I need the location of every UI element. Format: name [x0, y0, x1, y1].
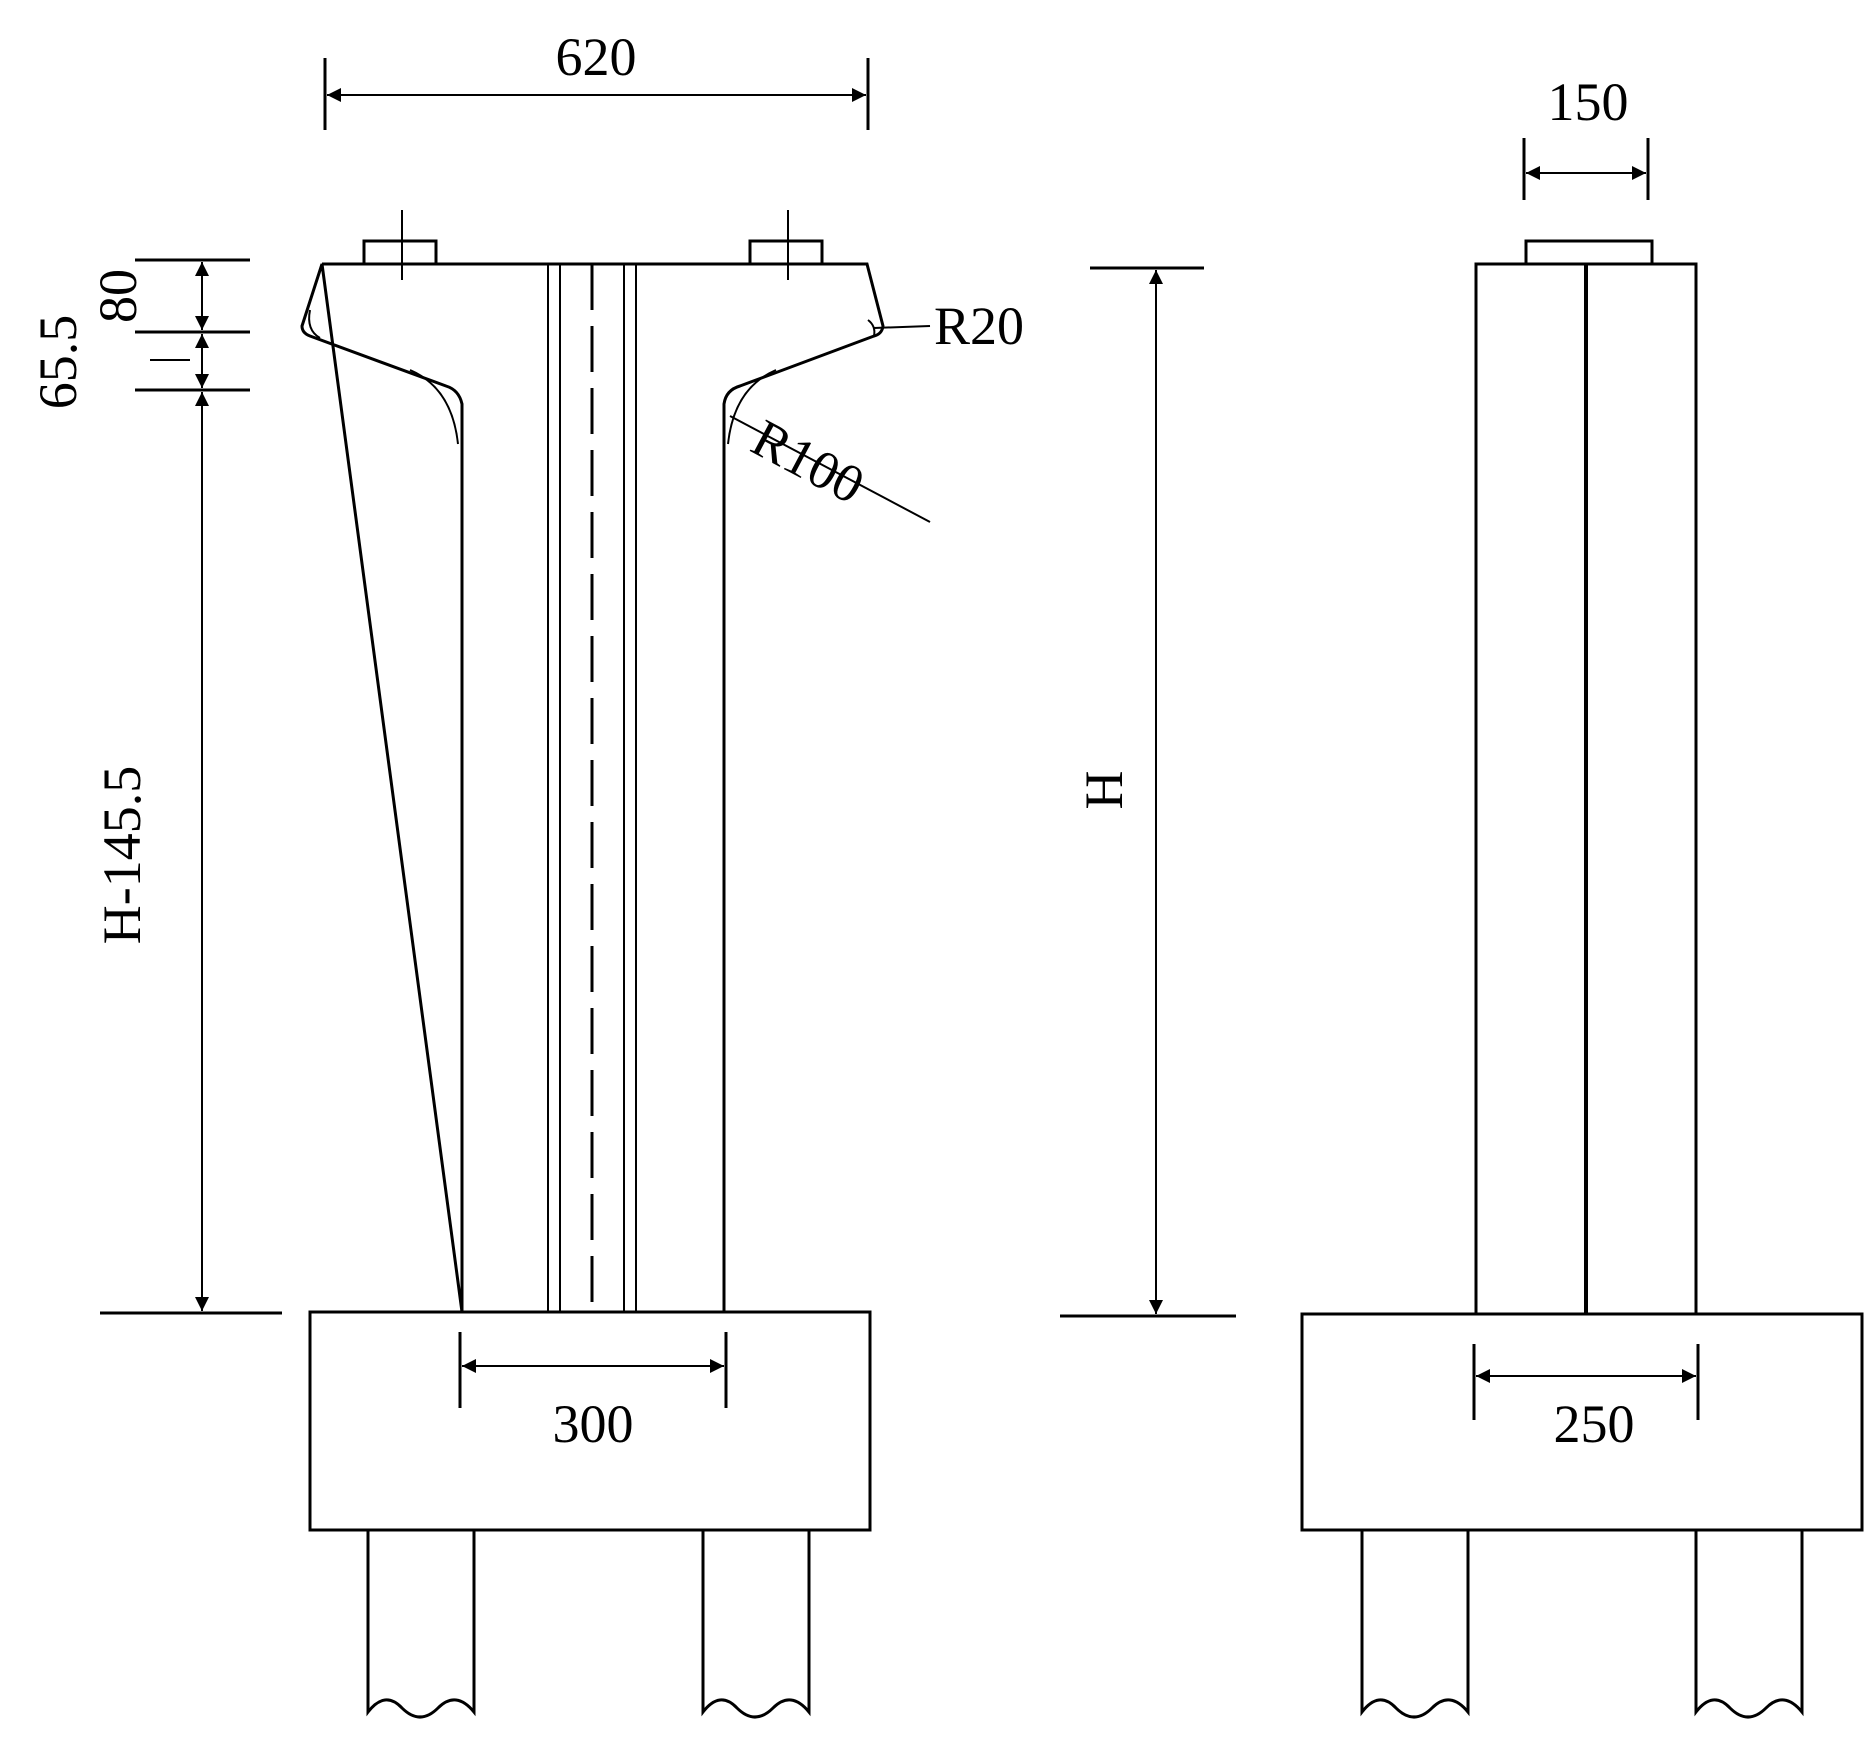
dim-r20-label: R20 [934, 296, 1024, 356]
fillet-right-r100 [727, 369, 777, 445]
dim-h-label: H [1074, 771, 1134, 810]
dim-r100-label: R100 [742, 408, 874, 516]
footing-side [1300, 1312, 1864, 1532]
pile-side-right [1694, 1530, 1804, 1719]
pile-side-left [1360, 1530, 1470, 1719]
bearing-right [748, 239, 824, 266]
fillet-left-r20 [308, 309, 321, 339]
r20-leader [873, 325, 931, 329]
dim-h-minus-label: H-145.5 [92, 766, 152, 944]
pile-front-left [366, 1530, 476, 1719]
dim-620-label: 620 [556, 27, 637, 87]
dim-65-5-label: 65.5 [28, 315, 88, 410]
height-dimension: H [1060, 266, 1236, 1318]
front-elevation: 620 80 65.5 H-145.5 R20 R100 300 [28, 27, 1024, 1719]
dim-80-label: 80 [88, 269, 148, 323]
dim-300-label: 300 [553, 1394, 634, 1454]
pile-front-right [701, 1530, 811, 1719]
fillet-right-r20 [867, 319, 876, 337]
dim-150-label: 150 [1548, 72, 1629, 132]
side-elevation: 150 250 [1300, 72, 1864, 1719]
r100-leader [729, 415, 931, 523]
fillet-left-r100 [409, 369, 459, 445]
bearing-left [362, 239, 438, 266]
dim-250-label: 250 [1554, 1394, 1635, 1454]
side-bearing [1524, 239, 1654, 266]
footing-front [308, 1310, 872, 1532]
